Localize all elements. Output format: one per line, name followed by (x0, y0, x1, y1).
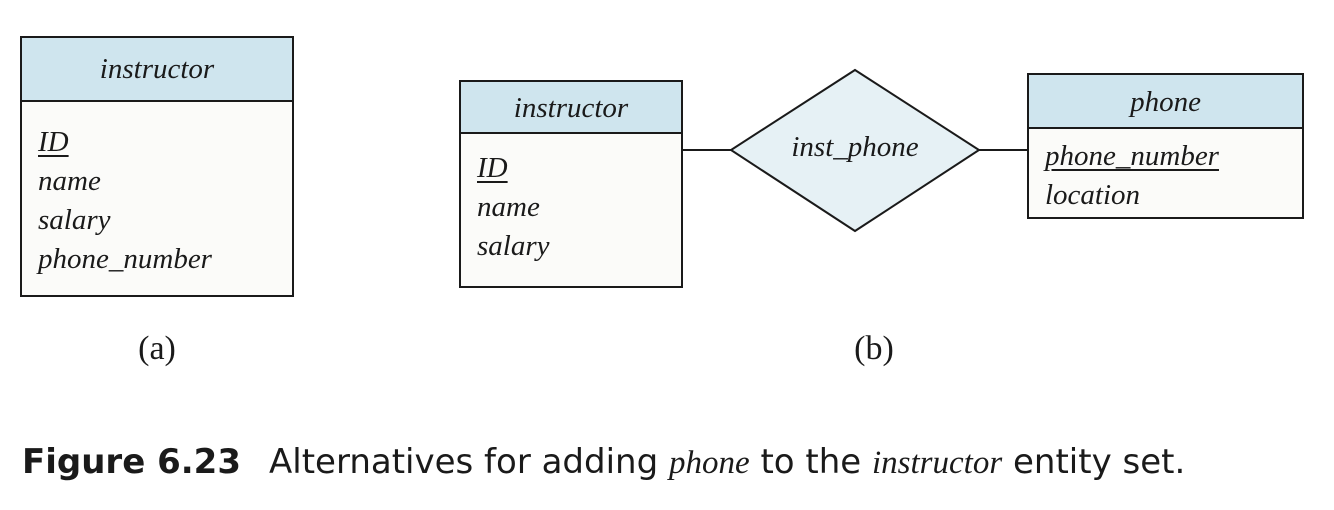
relationship-diamond (729, 68, 981, 233)
caption-text: entity set. (1002, 442, 1186, 482)
relationship-label: inst_phone (791, 131, 919, 163)
attribute-primary-key: phone_number (1045, 140, 1219, 172)
attribute-list: ID name salary (461, 134, 681, 266)
attribute: salary (477, 230, 550, 262)
caption-text: Alternatives for adding (268, 442, 669, 482)
attribute: phone_number (38, 243, 212, 275)
entity-title: phone (1029, 75, 1302, 129)
part-label-a: (a) (138, 330, 176, 367)
entity-phone: phone phone_number location (1027, 73, 1304, 219)
part-label-b: (b) (854, 330, 894, 367)
attribute: name (477, 191, 540, 223)
attribute-primary-key: ID (38, 126, 69, 158)
caption-text: to the (749, 442, 872, 482)
attribute: salary (38, 204, 111, 236)
attribute-list: ID name salary phone_number (22, 102, 292, 279)
figure-number: Figure 6.23 (22, 442, 241, 482)
attribute: location (1045, 179, 1141, 211)
attribute: name (38, 165, 101, 197)
caption-italic-term: instructor (872, 445, 1003, 481)
entity-title: instructor (461, 82, 681, 134)
caption-italic-term: phone (668, 445, 750, 481)
attribute-list: phone_number location (1029, 129, 1302, 215)
entity-instructor-b: instructor ID name salary (459, 80, 683, 288)
attribute-primary-key: ID (477, 152, 508, 184)
entity-instructor-a: instructor ID name salary phone_number (20, 36, 294, 297)
entity-title: instructor (22, 38, 292, 102)
figure-caption: Figure 6.23 Alternatives for adding phone… (22, 440, 1185, 482)
